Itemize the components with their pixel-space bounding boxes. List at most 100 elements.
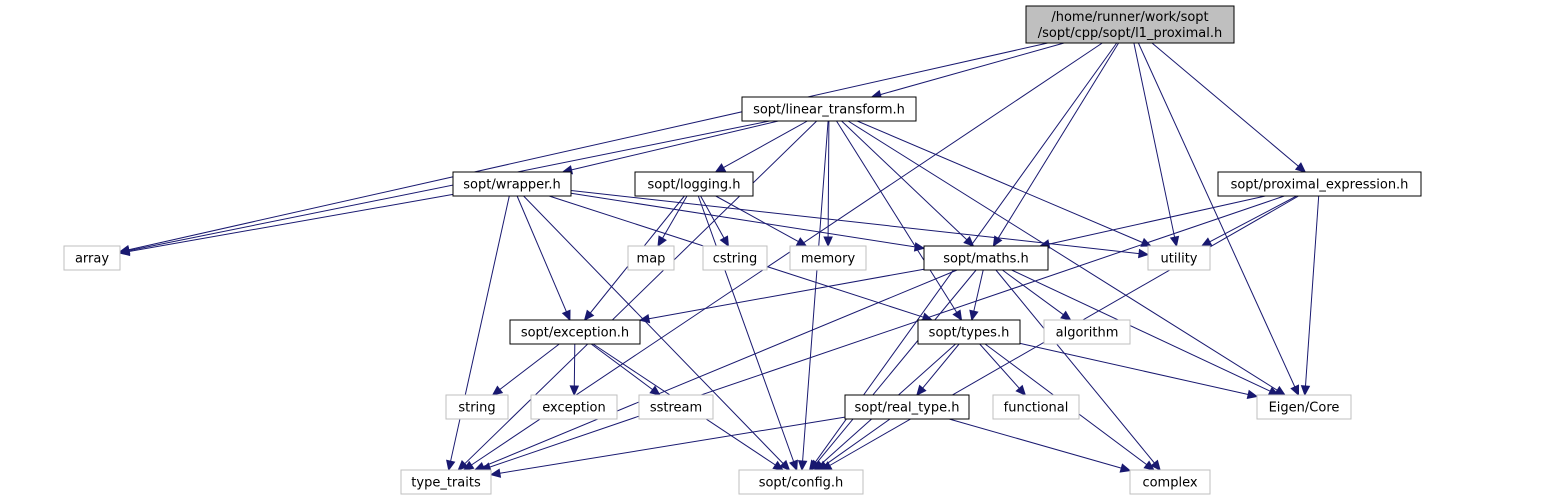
node-box: [741, 96, 917, 122]
arrowhead-linear_transform-to-types: [952, 309, 963, 322]
arrowhead-types-to-complex: [1143, 460, 1155, 471]
node-box: [509, 319, 641, 345]
node-label: sopt/config.h: [759, 476, 844, 491]
node-linear-transform[interactable]: sopt/linear_transform.h: [741, 96, 917, 122]
node-box: [400, 469, 492, 495]
node-box: [738, 469, 864, 495]
nodes-layer: /home/runner/work/sopt/sopt/cpp/sopt/l1_…: [63, 5, 1422, 495]
node-box: [1129, 469, 1211, 495]
edge-proximal_expression-to-maths: [1048, 195, 1266, 245]
edge-proximal_expression-to-eigen_core: [1305, 195, 1320, 387]
node-box: [1025, 5, 1235, 44]
node-wrapper[interactable]: sopt/wrapper.h: [452, 171, 572, 197]
node-box: [917, 319, 1021, 345]
edge-proximal_expression-to-utility: [1209, 195, 1297, 243]
edge-exception-to-string: [499, 343, 560, 390]
edge-logging-to-cstring: [700, 195, 725, 239]
edge-maths-to-exception: [648, 268, 925, 320]
node-algorithm: algorithm: [1043, 319, 1131, 345]
node-label: /sopt/cpp/sopt/l1_proximal.h: [1038, 26, 1223, 41]
edge-root-to-linear_transform: [880, 42, 1065, 96]
edge-linear_transform-to-maths: [841, 120, 968, 241]
arrowhead-exception-to-exception_std: [569, 385, 580, 397]
node-label: type_traits: [411, 476, 481, 491]
node-eigen-core: Eigen/Core: [1256, 394, 1352, 420]
edge-root-to-array: [128, 42, 1048, 251]
edge-maths-to-algorithm: [1002, 269, 1064, 316]
node-sstream: sstream: [638, 394, 714, 420]
node-cstring: cstring: [702, 245, 768, 271]
arrowhead-wrapper-to-type_traits: [446, 459, 456, 472]
node-label: string: [458, 401, 495, 416]
node-root: /home/runner/work/sopt/sopt/cpp/sopt/l1_…: [1025, 5, 1235, 44]
edge-linear_transform-to-logging: [723, 120, 808, 169]
node-box: [992, 394, 1080, 420]
edge-linear_transform-to-types: [836, 120, 958, 313]
arrowhead-types-to-eigen_core: [1246, 389, 1259, 400]
arrowhead-maths-to-algorithm: [1060, 310, 1072, 321]
edge-wrapper-to-maths: [570, 192, 916, 248]
edge-maths-to-types: [973, 269, 984, 312]
edge-linear_transform-to-memory: [827, 120, 830, 238]
edge-real_type-to-config: [825, 418, 891, 466]
edge-logging-to-map: [662, 195, 688, 239]
arrowhead-exception-to-sstream: [649, 385, 661, 396]
node-label: sopt/proximal_expression.h: [1231, 178, 1409, 193]
node-label: /home/runner/work/sopt: [1051, 10, 1208, 25]
node-label: complex: [1142, 476, 1197, 491]
edge-linear_transform-to-array: [128, 120, 770, 252]
edge-root-to-maths: [997, 42, 1120, 239]
node-label: sopt/maths.h: [943, 252, 1029, 267]
arrowhead-linear_transform-to-type_traits: [457, 460, 469, 471]
arrowhead-logging-to-cstring: [719, 235, 730, 248]
node-box: [844, 394, 970, 420]
arrowhead-proximal_expression-to-eigen_core: [1300, 385, 1311, 397]
edge-logging-to-config: [697, 195, 795, 462]
node-label: algorithm: [1056, 326, 1119, 341]
node-box: [530, 394, 618, 420]
node-box: [63, 245, 121, 271]
node-types[interactable]: sopt/types.h: [917, 319, 1021, 345]
arrowhead-exception-to-config: [772, 460, 784, 471]
node-label: sopt/exception.h: [521, 326, 629, 341]
node-string: string: [445, 394, 509, 420]
node-exception-std: exception: [530, 394, 618, 420]
arrowhead-logging-to-map: [657, 235, 667, 248]
arrowhead-real_type-to-complex: [1119, 463, 1132, 473]
node-label: map: [637, 252, 666, 267]
edge-wrapper-to-config: [523, 195, 784, 464]
node-type-traits: type_traits: [400, 469, 492, 495]
edge-linear_transform-to-config: [802, 120, 829, 462]
arrowhead-real_type-to-config: [817, 460, 829, 471]
node-box: [702, 245, 768, 271]
arrowhead-types-to-functional: [1015, 384, 1027, 396]
node-functional: functional: [992, 394, 1080, 420]
edge-root-to-eigen_core: [1137, 42, 1296, 388]
edge-maths-to-eigen_core: [1011, 269, 1271, 392]
arrowhead-linear_transform-to-memory: [823, 236, 833, 248]
node-label: functional: [1004, 401, 1069, 416]
node-label: sopt/types.h: [929, 326, 1010, 341]
node-maths[interactable]: sopt/maths.h: [923, 245, 1049, 271]
node-logging[interactable]: sopt/logging.h: [634, 171, 754, 197]
edge-types-to-eigen_core: [1019, 342, 1249, 395]
edge-wrapper-to-exception: [516, 195, 567, 312]
node-proximal-expression[interactable]: sopt/proximal_expression.h: [1217, 171, 1422, 197]
node-map: map: [627, 245, 675, 271]
arrowhead-wrapper-to-array: [118, 246, 131, 257]
node-label: sopt/logging.h: [648, 178, 741, 193]
arrowhead-wrapper-to-config: [779, 459, 791, 471]
edge-proximal_expression-to-type_traits: [489, 195, 1285, 468]
edge-linear_transform-to-utility: [857, 120, 1143, 243]
node-label: memory: [801, 252, 856, 267]
arrowhead-root-to-eigen_core: [1290, 384, 1299, 397]
edge-logging-to-memory: [715, 195, 799, 243]
node-box: [445, 394, 509, 420]
arrowhead-wrapper-to-utility: [1138, 248, 1150, 259]
edge-maths-to-complex: [995, 269, 1155, 464]
edge-linear_transform-to-wrapper: [571, 120, 779, 171]
node-real-type[interactable]: sopt/real_type.h: [844, 394, 970, 420]
node-exception[interactable]: sopt/exception.h: [509, 319, 641, 345]
node-label: sstream: [650, 401, 702, 416]
edge-exception-to-sstream: [590, 343, 653, 391]
